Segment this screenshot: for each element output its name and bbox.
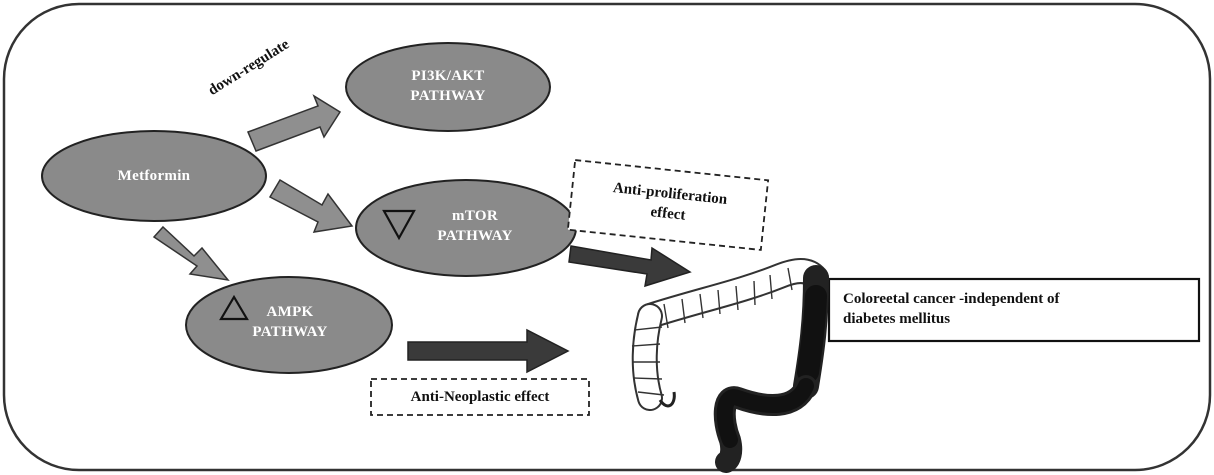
metformin-label: Metformin bbox=[117, 168, 191, 184]
pi3k-akt-label: PI3K/AKT PATHWAY bbox=[378, 66, 518, 106]
outcome-line1: Coloreetal cancer -independent of bbox=[843, 291, 1060, 307]
pi3k-akt-line2: PATHWAY bbox=[410, 88, 486, 104]
pi3k-akt-node bbox=[345, 42, 551, 132]
outcome-line2: diabetes mellitus bbox=[843, 311, 951, 327]
arrow-to-mtor bbox=[268, 178, 354, 233]
ampk-line1: AMPK bbox=[266, 304, 314, 320]
ampk-line2: PATHWAY bbox=[252, 324, 328, 340]
ampk-label: AMPK PATHWAY bbox=[230, 302, 350, 342]
anti-neoplastic-box bbox=[370, 378, 590, 416]
mtor-line2: PATHWAY bbox=[437, 228, 513, 244]
arrow-to-pi3k bbox=[247, 94, 342, 152]
outcome-box bbox=[827, 277, 1201, 343]
arrow-anti-proliferation bbox=[568, 245, 692, 288]
anti-proliferation-box bbox=[566, 159, 770, 251]
arrow-to-ampk bbox=[152, 225, 230, 282]
appendix bbox=[658, 391, 676, 408]
arrow-anti-neoplastic bbox=[407, 328, 570, 374]
outcome-label: Coloreetal cancer -independent of diabet… bbox=[843, 289, 1193, 329]
metformin-node bbox=[41, 130, 267, 222]
up-triangle-icon bbox=[219, 294, 249, 321]
mtor-line1: mTOR bbox=[452, 208, 498, 224]
colon-illustration bbox=[631, 258, 829, 473]
pi3k-akt-line1: PI3K/AKT bbox=[411, 68, 485, 84]
mtor-label: mTOR PATHWAY bbox=[410, 206, 540, 246]
anti-neoplastic-label: Anti-Neoplastic effect bbox=[410, 389, 550, 405]
down-triangle-icon bbox=[382, 209, 416, 241]
